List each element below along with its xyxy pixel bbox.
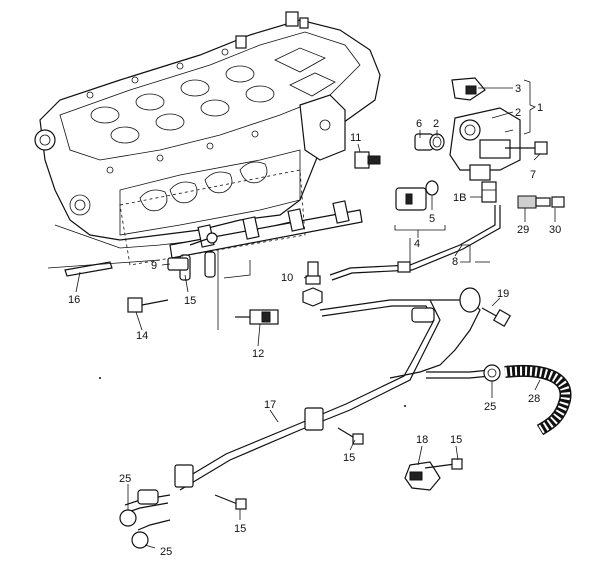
leader-lines — [75, 79, 556, 549]
callout-28: 28 — [528, 393, 540, 405]
seal-2 — [429, 133, 445, 151]
callout-9: 9 — [151, 260, 157, 272]
callout-14: 14 — [136, 330, 148, 342]
clamp-25-lower — [119, 489, 159, 549]
callout-5: 5 — [429, 213, 435, 225]
callout-30: 30 — [549, 224, 561, 236]
callout-8: 8 — [452, 256, 458, 268]
callout-2b: 2 — [433, 118, 439, 130]
callout-18: 18 — [416, 434, 428, 446]
callout-10: 10 — [281, 272, 293, 284]
callout-7: 7 — [530, 169, 536, 181]
fitting-10 — [305, 261, 321, 285]
high-pressure-pump — [449, 77, 521, 181]
callout-15b: 15 — [343, 452, 355, 464]
stray-dot-1 — [99, 377, 101, 379]
sensor-11 — [354, 151, 381, 169]
stray-dot-2 — [404, 405, 406, 407]
part-9 — [167, 257, 189, 271]
fitting-29-30 — [517, 195, 565, 209]
nut-10b — [302, 287, 323, 307]
callout-6: 6 — [416, 118, 422, 130]
callout-25b: 25 — [119, 473, 131, 485]
pressure-sensor-4 — [395, 180, 439, 211]
callout-labels: 1 2 3 2 4 5 6 7 8 9 10 11 12 14 15 15 15… — [68, 83, 561, 558]
callout-15c: 15 — [450, 434, 462, 446]
callout-25c: 25 — [160, 546, 172, 558]
bolt-15-c — [424, 458, 463, 470]
callout-17: 17 — [264, 399, 276, 411]
clamp-18 — [404, 461, 441, 491]
callout-12: 12 — [252, 348, 264, 360]
callout-25a: 25 — [484, 401, 496, 413]
assembly-lines — [47, 238, 490, 330]
callout-3: 3 — [515, 83, 521, 95]
bolt-14 — [127, 297, 169, 313]
callout-19: 19 — [497, 288, 509, 300]
callout-2a: 2 — [515, 107, 521, 119]
fuel-line-8 — [329, 205, 501, 281]
callout-15a: 15 — [184, 295, 196, 307]
bolt-15-d — [214, 494, 247, 510]
callout-1B: 1B — [453, 192, 466, 204]
callout-11: 11 — [350, 132, 361, 144]
cylinder-head — [34, 11, 381, 249]
callout-29: 29 — [517, 224, 529, 236]
callout-4: 4 — [414, 238, 420, 250]
fitting-1B — [481, 181, 497, 203]
fuel-line-17 — [124, 299, 491, 531]
clamp-25-upper — [483, 364, 501, 382]
callout-16: 16 — [68, 294, 80, 306]
bolt-15-b — [337, 427, 364, 445]
hose-28 — [504, 364, 572, 436]
callout-15d: 15 — [234, 523, 246, 535]
bolt-7 — [505, 141, 548, 155]
sensor-12 — [235, 309, 279, 325]
bolt-15-a — [189, 232, 218, 246]
banjo-bolt-19 — [459, 287, 512, 328]
callout-1: 1 — [537, 102, 543, 114]
line-brackets — [174, 307, 435, 488]
